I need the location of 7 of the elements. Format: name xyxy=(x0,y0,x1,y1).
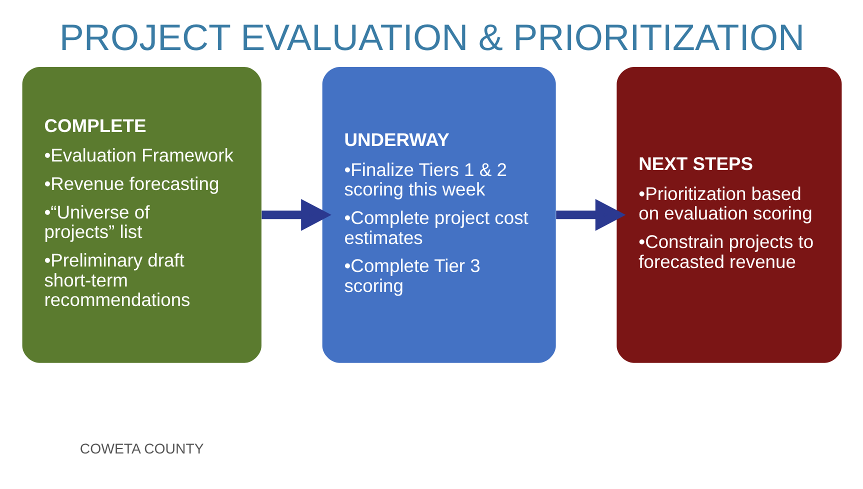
node-box: NEXT STEPS •Prioritization based on evaluation scoring •Constrain projects to forecasted revenue xyxy=(616,66,842,362)
arrow xyxy=(556,198,626,230)
arrow xyxy=(261,198,331,230)
diagram-title: PROJECT EVALUATION & PRIORITIZATION xyxy=(58,16,804,58)
label: COWETA COUNTY xyxy=(79,440,204,456)
node-box: COMPLETE •Evaluation Framework •Revenue forecasting •“Universe of projects” list •Preliminary draft short-term recommendations xyxy=(22,66,261,362)
node-box: UNDERWAY •Finalize Tiers 1 & 2 scoring this week •Complete project cost estimates •Complete Tier 3 scoring xyxy=(322,66,556,362)
